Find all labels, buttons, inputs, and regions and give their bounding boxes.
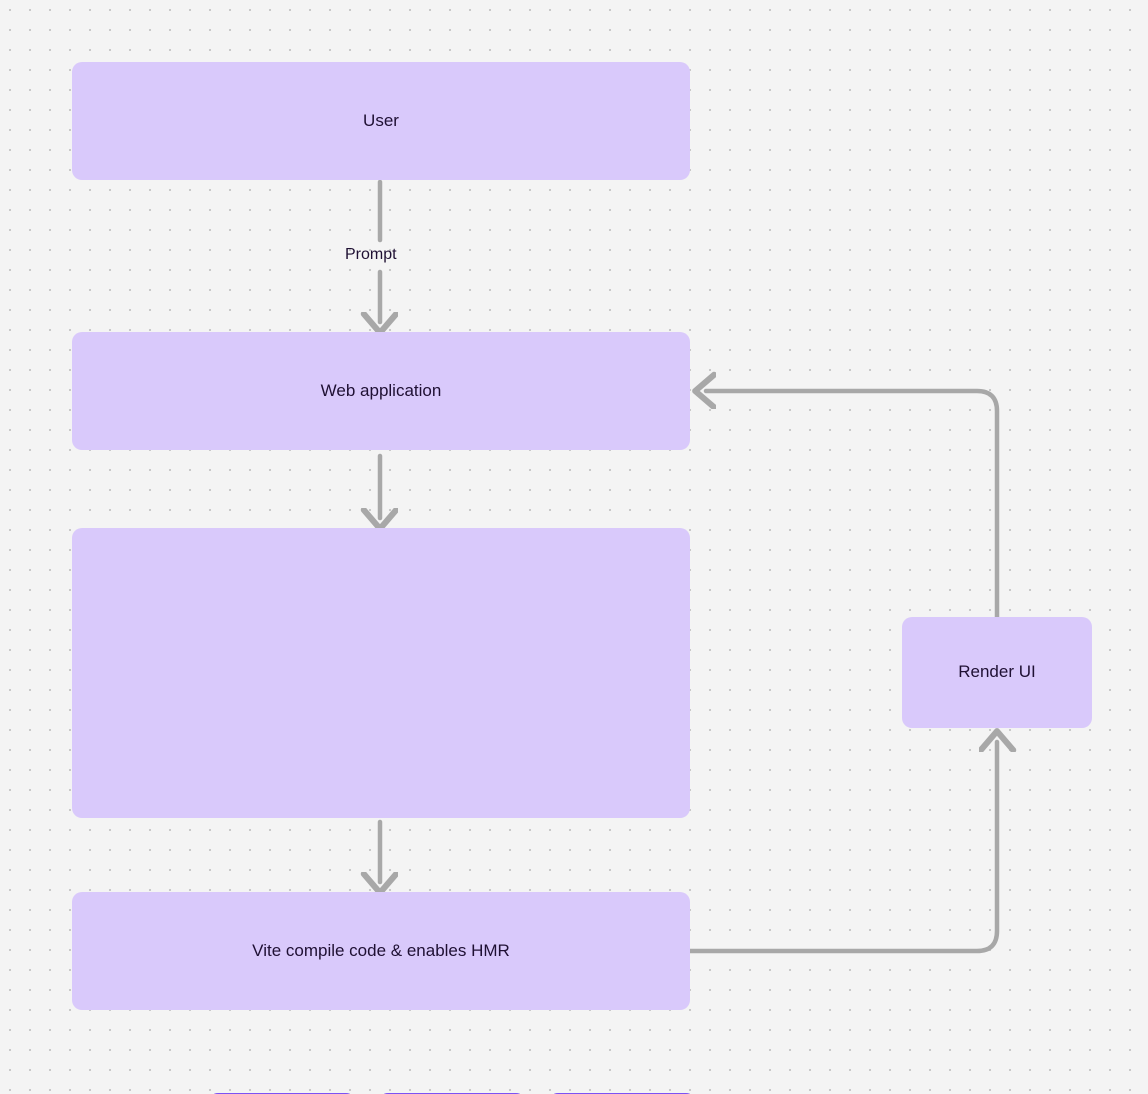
node-web-application-label: Web application [320,380,442,400]
node-vite[interactable]: Vite compile code & enables HMR [72,892,690,1010]
edge-render-to-webapp [706,391,1000,620]
node-components-group[interactable]: HTML = structure CSS = Styles & Layouts … [72,528,695,1094]
node-user[interactable]: User [72,62,690,180]
node-render-ui[interactable]: Render UI [902,617,1092,728]
edge-vite-to-render [687,742,997,954]
node-render-ui-label: Render UI [958,662,1036,682]
edge-label-prompt: Prompt [345,246,397,263]
node-web-application[interactable]: Web application [72,332,690,450]
node-vite-label: Vite compile code & enables HMR [252,940,510,960]
node-user-label: User [363,110,399,130]
